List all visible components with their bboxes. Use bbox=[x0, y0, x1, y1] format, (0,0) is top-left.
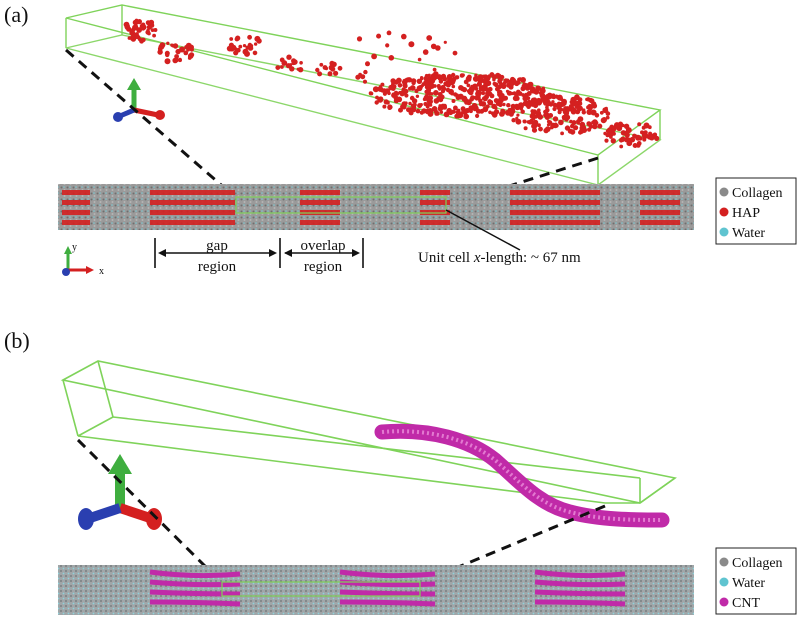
hap-unit-cell-box bbox=[65, 4, 662, 186]
legend-label: Collagen bbox=[732, 556, 783, 571]
axes-triad-a bbox=[113, 78, 165, 122]
legend-item: CNT bbox=[719, 596, 760, 611]
overlap-label-2: region bbox=[304, 259, 343, 275]
legend-label: CNT bbox=[732, 596, 760, 611]
panel-b-label: (b) bbox=[4, 328, 30, 353]
legend-swatch bbox=[719, 577, 729, 587]
axes-triad-b bbox=[78, 454, 162, 530]
legend-item: HAP bbox=[719, 206, 760, 221]
legend-label: Water bbox=[732, 576, 765, 591]
gap-label-2: region bbox=[198, 259, 237, 275]
cnt-unit-cell-box bbox=[60, 360, 677, 504]
legend-item: Collagen bbox=[719, 556, 783, 571]
gap-label-1: gap bbox=[206, 238, 228, 254]
hap-particle-cluster bbox=[123, 18, 660, 149]
legend-swatch bbox=[719, 187, 729, 197]
carbon-nanotube bbox=[374, 423, 670, 528]
legend-swatch bbox=[719, 597, 729, 607]
unit-cell-pointer bbox=[445, 209, 521, 251]
legend-item: Water bbox=[719, 576, 765, 591]
legend-swatch bbox=[719, 227, 729, 237]
legend-label: Collagen bbox=[732, 186, 783, 201]
fibril-strip-a bbox=[58, 184, 694, 230]
axis-y-label: y bbox=[72, 242, 77, 253]
panel-a-label: (a) bbox=[4, 2, 28, 27]
legend-label: HAP bbox=[732, 206, 760, 221]
overlap-region-bracket bbox=[284, 238, 364, 268]
projection-line-right-a bbox=[445, 156, 599, 208]
gap-region-bracket bbox=[154, 238, 281, 268]
unit-cell-annotation: Unit cell x-length: ~ 67 nm bbox=[418, 250, 581, 266]
legend-item: Water bbox=[719, 226, 765, 241]
legend-item: Collagen bbox=[719, 186, 783, 201]
fibril-strip-b bbox=[58, 565, 694, 615]
overlap-label-1: overlap bbox=[301, 238, 346, 254]
legend-swatch bbox=[719, 557, 729, 567]
axes-small-a: y x bbox=[62, 242, 104, 277]
legend-label: Water bbox=[732, 226, 765, 241]
legend-swatch bbox=[719, 207, 729, 217]
axis-x-label: x bbox=[99, 266, 104, 277]
projection-line-left-a bbox=[65, 48, 236, 199]
